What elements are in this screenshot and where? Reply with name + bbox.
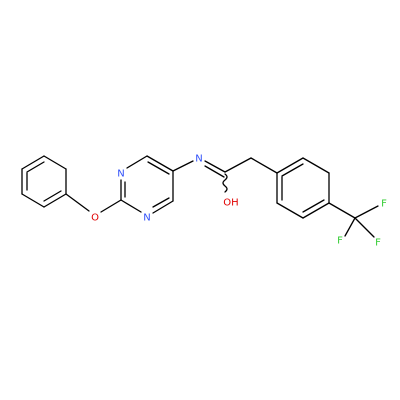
atom-imine-nitrogen: N bbox=[195, 154, 202, 165]
bond-benz-2 bbox=[302, 157, 330, 174]
bond-imine-double-2 bbox=[204, 165, 225, 178]
bond-benz-4 bbox=[302, 202, 330, 219]
bond-benz-1 bbox=[276, 157, 304, 174]
bond-pyr-n1-c6 bbox=[126, 155, 148, 169]
bond-phenyl-4 bbox=[43, 193, 67, 208]
bond-imine-double-1 bbox=[204, 160, 226, 173]
bond-phenyl-5 bbox=[21, 193, 45, 208]
bond-phenyl-1 bbox=[21, 155, 45, 170]
bond-cf3-f3 bbox=[354, 217, 375, 238]
bond-carbon-ch2 bbox=[224, 157, 252, 173]
atom-hydroxyl-oxygen: OH bbox=[223, 198, 238, 209]
bond-phenyl-inner-2 bbox=[43, 190, 62, 202]
bond-phenyl-2 bbox=[43, 155, 67, 170]
bond-phenyl-inner-1 bbox=[26, 161, 45, 173]
bond-benz-5 bbox=[276, 202, 304, 219]
bond-ring-cf3 bbox=[328, 202, 356, 219]
bond-ether-pyrimidine bbox=[100, 199, 122, 213]
atom-pyrimidine-n3: N bbox=[143, 213, 150, 224]
bond-pyr-c4-n3 bbox=[152, 200, 174, 214]
bond-benz-inner-2 bbox=[302, 199, 325, 213]
bond-pyr-c6-c5 bbox=[146, 155, 174, 172]
atom-pyrimidine-n1: N bbox=[117, 169, 124, 180]
bond-cf3-f2 bbox=[344, 217, 356, 237]
atom-label-layer: O N N N OH F F F bbox=[91, 154, 387, 249]
bond-layer bbox=[21, 155, 379, 238]
bond-pyr-imine-n bbox=[172, 160, 194, 172]
atom-fluorine-3: F bbox=[375, 238, 381, 249]
bond-pyr-n3-c2 bbox=[120, 199, 142, 213]
atom-fluorine-1: F bbox=[381, 199, 387, 210]
bond-cf3-f1 bbox=[354, 205, 379, 219]
bond-pyr-c6-c5-inner bbox=[147, 161, 170, 175]
atom-ether-oxygen: O bbox=[91, 213, 99, 224]
bond-benz-inner-1 bbox=[281, 163, 304, 177]
bond-ether-phenyl bbox=[65, 193, 90, 212]
bond-pyr-c4-n3-inner bbox=[152, 197, 170, 208]
bond-ch2-ring bbox=[250, 157, 278, 174]
atom-fluorine-2: F bbox=[337, 236, 343, 247]
bond-wavy-c-oh bbox=[222, 173, 228, 193]
